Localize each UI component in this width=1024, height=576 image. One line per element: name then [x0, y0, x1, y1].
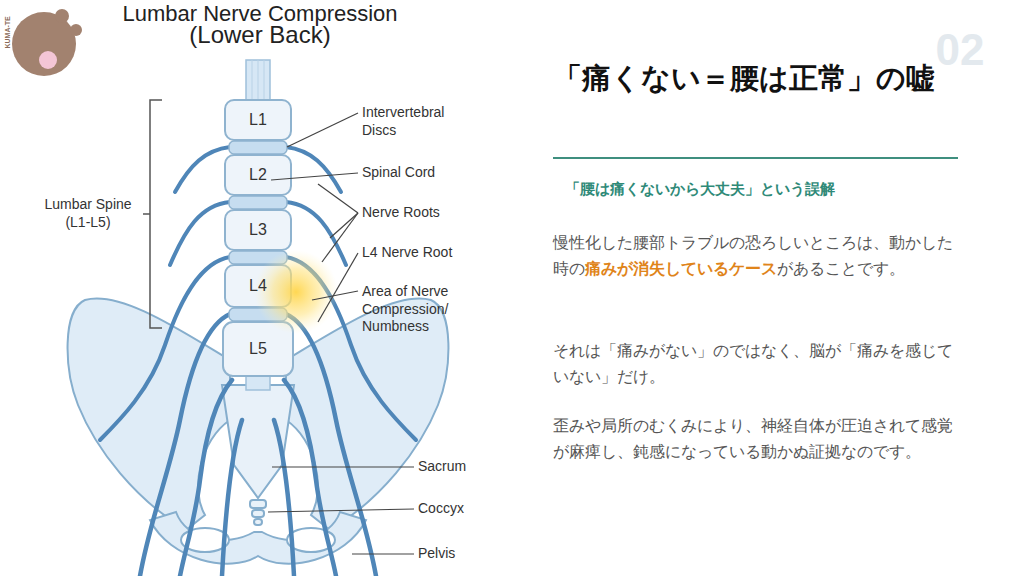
paragraph: 歪みや局所のむくみにより、神経自体が圧迫されて感覚が麻痺し、鈍感になっている動か… — [553, 413, 955, 466]
body-text: があることです。 — [777, 259, 905, 278]
paragraph: それは「痛みがない」のではなく、脳が「痛みを感じていない」だけ。 — [553, 338, 955, 391]
nerve — [100, 257, 230, 440]
nerve — [286, 314, 376, 576]
vertebra-label: L2 — [225, 165, 291, 185]
subheading: 「腰は痛くないから大丈夫」という誤解 — [565, 180, 965, 199]
vertebra-label: L1 — [225, 110, 291, 130]
part-label: L4 Nerve Root — [362, 244, 474, 262]
part-label: Area of Nerve Compression/ Numbness — [362, 283, 470, 336]
vertebra-label: L3 — [225, 220, 291, 240]
body-text: それは「痛みがない」のではなく、脳が「痛みを感じていない」だけ。 — [553, 341, 953, 386]
vertebrae — [223, 100, 293, 376]
cord-fibres — [252, 60, 264, 100]
slide-title: 「痛くない＝腰は正常」の嘘 — [553, 60, 993, 96]
nerve — [286, 147, 341, 192]
logo-text: KUMA-TE — [4, 12, 13, 52]
vertebra-label: L5 — [225, 339, 291, 359]
paragraph: 慢性化した腰部トラブルの恐ろしいところは、動かした時の痛みが消失しているケースが… — [553, 230, 955, 283]
part-label: Spinal Cord — [362, 164, 474, 182]
part-label: Intervertebral Discs — [362, 104, 474, 139]
nerve — [222, 420, 242, 576]
body-text: 歪みや局所のむくみにより、神経自体が圧迫されて感覚が麻痺し、鈍感になっている動か… — [553, 416, 953, 461]
nerve — [170, 202, 230, 265]
bracket-label: Lumbar Spine (L1-L5) — [36, 196, 140, 231]
nerve — [140, 314, 230, 576]
part-label: Coccyx — [418, 500, 498, 518]
nerve — [175, 147, 230, 192]
pelvis — [68, 298, 449, 563]
part-label: Nerve Roots — [362, 204, 474, 222]
highlight-text: 痛みが消失しているケース — [585, 259, 777, 278]
nerve — [274, 420, 294, 576]
part-label: Sacrum — [418, 458, 498, 476]
illustration-subtitle: (Lower Back) — [90, 20, 430, 50]
vertebra-label: L4 — [225, 276, 291, 296]
part-label: Pelvis — [418, 545, 498, 563]
page-number: 02 — [915, 22, 1005, 77]
bracket — [143, 100, 162, 328]
logo — [12, 9, 82, 76]
divider — [553, 157, 958, 159]
